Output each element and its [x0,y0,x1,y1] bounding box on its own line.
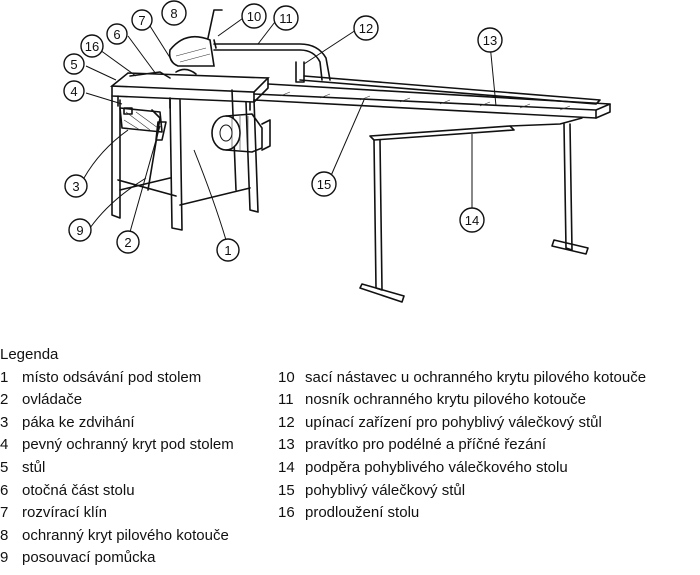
legend-text: ovládače [22,391,83,409]
roller-table [253,61,611,303]
legend-text: posouvací pomůcka [22,549,156,567]
legend-item: 15 pohyblivý válečkový stůl [278,480,646,503]
legend-text: sací nástavec u ochranného krytu pilovéh… [305,368,647,386]
callout-15: 15 [311,171,337,197]
legend-text: prodloužení stolu [305,504,420,522]
legend-item: 4 pevný ochranný kryt pod stolem [0,434,234,457]
legend-number: 2 [0,391,9,409]
legend-item: 5 stůl [0,457,234,480]
svg-text:8: 8 [170,6,177,21]
legend-item: 16 prodloužení stolu [278,502,646,525]
legend-text: podpěra pohyblivého válečkového stolu [305,458,568,476]
callout-7: 7 [131,9,153,31]
legend-item: 11 nosník ochranného krytu pilového kotou… [278,389,646,412]
svg-text:16: 16 [85,39,99,54]
legend-text: stůl [22,458,46,476]
svg-text:5: 5 [70,57,77,72]
legend-text: pravítko pro podélné a příčné řezání [305,436,546,454]
legend-item: 3 páka ke zdvihání [0,412,234,435]
legend-number: 14 [278,458,295,476]
callout-3: 3 [64,174,88,198]
legend-text: místo odsávání pod stolem [22,368,202,386]
legend-item: 10 sací nástavec u ochranného krytu pilov… [278,367,646,390]
callout-13: 13 [477,27,503,53]
svg-text:10: 10 [247,9,261,24]
legend-column-left: 1 místo odsávání pod stolem 2 ovládače 3 pá… [0,367,234,570]
callout-16: 16 [80,34,104,58]
legend-item: 12 upínací zařízení pro pohyblivý válečko… [278,412,646,435]
leader-lines [83,15,497,241]
callout-11: 11 [273,5,299,31]
svg-text:14: 14 [465,213,479,228]
legend-item: 2 ovládače [0,389,234,412]
callout-2: 2 [116,230,140,254]
legend-text: ochranný kryt pilového kotouče [22,526,229,544]
callout-10: 10 [241,3,267,29]
legend-number: 4 [0,436,9,454]
legend-text: pohyblivý válečkový stůl [305,481,466,499]
legend-item: 9 posouvací pomůcka [0,547,234,570]
legend-item: 7 rozvírací klín [0,502,234,525]
svg-text:3: 3 [72,179,79,194]
legend-item: 6 otočná část stolu [0,480,234,503]
legend-number: 1 [0,368,9,386]
legend-number: 13 [278,436,295,454]
legend-item: 14 podpěra pohyblivého válečkového stolu [278,457,646,480]
svg-text:12: 12 [359,21,373,36]
callout-8: 8 [161,0,187,26]
saw-bench [109,9,331,231]
callout-4: 4 [63,80,85,102]
legend-number: 6 [0,481,9,499]
legend-item: 1 místo odsávání pod stolem [0,367,234,390]
legend-number: 5 [0,458,9,476]
callout-14: 14 [459,207,485,233]
legend: Legenda 1 místo odsávání pod stolem 2 ovlá… [0,344,700,575]
legend-text: rozvírací klín [22,504,108,522]
legend-number: 7 [0,504,9,522]
legend-text: upínací zařízení pro pohyblivý válečkový… [305,413,602,431]
svg-text:1: 1 [224,243,231,258]
legend-column-right: 10 sací nástavec u ochranného krytu pilov… [278,367,646,525]
svg-text:11: 11 [279,11,293,26]
legend-text: otočná část stolu [22,481,135,499]
legend-number: 16 [278,504,295,522]
svg-text:6: 6 [113,27,120,42]
svg-text:4: 4 [70,84,77,99]
callout-1: 1 [216,238,240,262]
callout-12: 12 [353,15,379,41]
callout-6: 6 [106,23,128,45]
legend-number: 10 [278,368,295,386]
legend-text: nosník ochranného krytu pilového kotouče [305,391,587,409]
legend-number: 9 [0,549,9,567]
legend-text: páka ke zdvihání [22,413,135,431]
legend-number: 11 [278,391,294,409]
saw-diagram: 1 2 3 4 5 6 7 8 9 10 11 12 13 14 15 16 [63,0,611,303]
legend-title: Legenda [0,346,59,363]
svg-text:2: 2 [124,235,131,250]
callout-9: 9 [68,218,92,242]
svg-text:15: 15 [317,177,331,192]
legend-number: 3 [0,413,9,431]
legend-item: 13 pravítko pro podélné a příčné řezání [278,434,646,457]
legend-item: 8 ochranný kryt pilového kotouče [0,525,234,548]
svg-text:13: 13 [483,33,497,48]
svg-text:9: 9 [76,223,83,238]
svg-text:7: 7 [138,13,145,28]
legend-text: pevný ochranný kryt pod stolem [22,436,234,454]
legend-number: 15 [278,481,295,499]
legend-number: 8 [0,526,9,544]
legend-number: 12 [278,413,295,431]
callout-5: 5 [63,53,85,75]
